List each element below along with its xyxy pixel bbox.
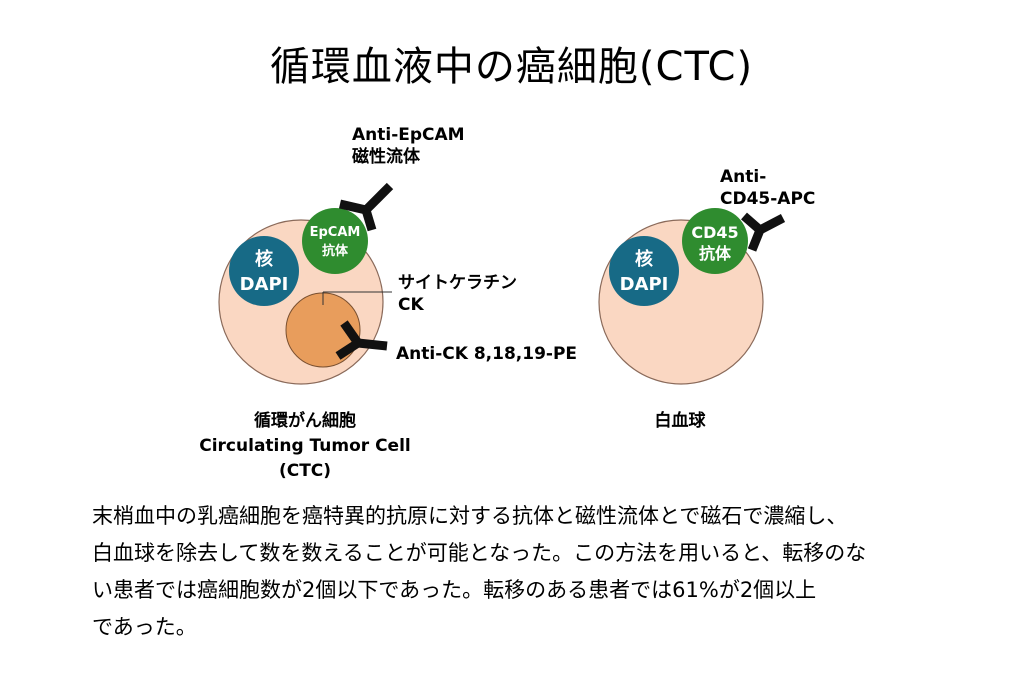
wbc-nucleus-label-line2: DAPI bbox=[619, 274, 669, 295]
body-line-1: 末梢血中の乳癌細胞を癌特異的抗原に対する抗体と磁性流体とで磁石で濃縮し、 bbox=[92, 504, 848, 528]
wbc-cd45-label-line2: 抗体 bbox=[698, 244, 731, 263]
cytokeratin-label-line1: サイトケラチン bbox=[398, 273, 517, 293]
anti-cd45-label-line2: CD45-APC bbox=[720, 189, 816, 209]
body-line-2: 白血球を除去して数を数えることが可能となった。この方法を用いると、転移のな bbox=[92, 541, 867, 565]
wbc-cd45-label-line1: CD45 bbox=[691, 223, 739, 242]
ctc-nucleus-label-line1: 核 bbox=[255, 249, 273, 270]
body-line-3: い患者では癌細胞数が2個以下であった。転移のある患者では61%が2個以上 bbox=[92, 578, 817, 602]
ctc-nucleus-label: 核 DAPI bbox=[229, 247, 299, 297]
ctc-nucleus-label-line2: DAPI bbox=[239, 274, 289, 295]
cytokeratin-label-line2: CK bbox=[398, 295, 424, 315]
anti-epcam-label: Anti-EpCAM 磁性流体 bbox=[352, 124, 465, 168]
ctc-epcam-label: EpCAM 抗体 bbox=[302, 223, 368, 261]
wbc-nucleus-label-line1: 核 bbox=[635, 249, 653, 270]
ctc-epcam-label-line1: EpCAM bbox=[309, 225, 361, 240]
anti-cd45-label-line1: Anti- bbox=[720, 167, 767, 187]
anti-ck-label: Anti-CK 8,18,19-PE bbox=[396, 344, 578, 364]
body-paragraph: 末梢血中の乳癌細胞を癌特異的抗原に対する抗体と磁性流体とで磁石で濃縮し、 白血球… bbox=[92, 498, 992, 646]
anti-cd45-label: Anti- CD45-APC bbox=[720, 166, 815, 210]
page-title: 循環血液中の癌細胞(CTC) bbox=[269, 44, 754, 90]
cytokeratin-label: サイトケラチン CK bbox=[398, 272, 517, 316]
wbc-cd45-antibody-circle bbox=[682, 208, 748, 274]
wbc-caption: 白血球 bbox=[654, 411, 706, 431]
ctc-caption-line1: 循環がん細胞 bbox=[254, 411, 356, 431]
wbc-nucleus-label: 核 DAPI bbox=[609, 247, 679, 297]
ctc-epcam-label-line2: 抗体 bbox=[321, 244, 348, 259]
anti-epcam-label-line1: Anti-EpCAM bbox=[352, 125, 465, 145]
ctc-caption-line2: Circulating Tumor Cell bbox=[199, 436, 411, 456]
anti-epcam-label-line2: 磁性流体 bbox=[352, 147, 420, 167]
wbc-nucleus bbox=[609, 236, 679, 306]
body-line-4: であった。 bbox=[92, 615, 197, 639]
anti-ck-antibody-icon bbox=[335, 320, 388, 360]
anti-cd45-antibody-icon bbox=[741, 212, 786, 252]
anti-epcam-antibody-icon bbox=[338, 182, 394, 232]
wbc-cd45-label: CD45 抗体 bbox=[682, 222, 748, 264]
ctc-caption-line3: (CTC) bbox=[278, 461, 332, 481]
ctc-nucleus bbox=[229, 236, 299, 306]
ctc-caption: 循環がん細胞 Circulating Tumor Cell (CTC) bbox=[180, 409, 430, 484]
ctc-epcam-antibody-circle bbox=[302, 208, 368, 274]
